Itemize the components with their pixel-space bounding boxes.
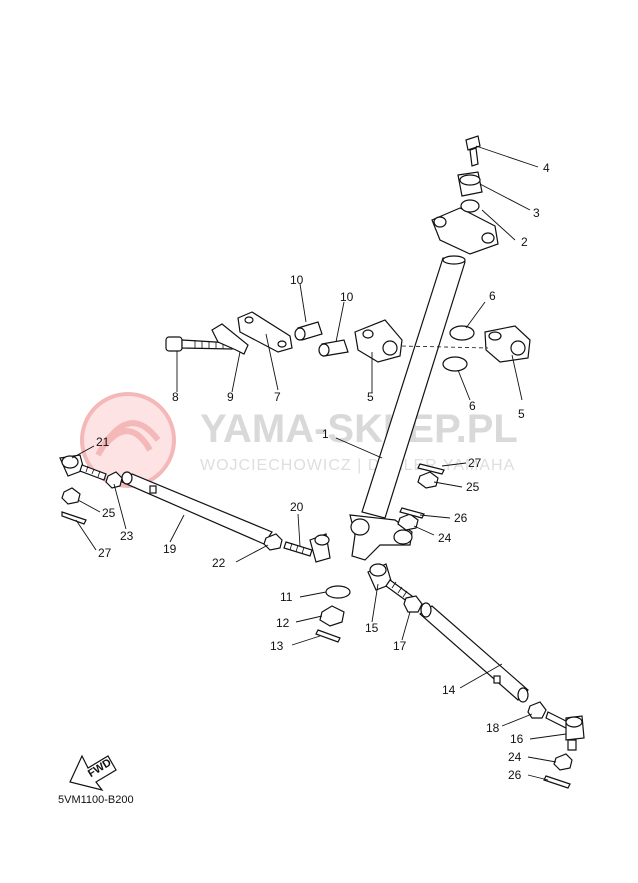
nut-22 — [263, 533, 283, 551]
nut-18 — [527, 701, 547, 719]
rod-end-16 — [545, 711, 585, 751]
callout-9: 9 — [227, 390, 234, 404]
callout-5a: 5 — [367, 390, 374, 404]
callout-8: 8 — [172, 390, 179, 404]
diagram-code: 5VM1100-B200 — [58, 794, 134, 806]
nut-17 — [403, 595, 423, 613]
callout-11: 11 — [280, 590, 293, 604]
watermark-logo-mark — [95, 420, 161, 457]
callout-5b: 5 — [518, 407, 525, 421]
callout-20: 20 — [290, 500, 304, 514]
callout-26b: 26 — [508, 768, 522, 782]
callout-6a: 6 — [489, 289, 496, 303]
watermark: YAMA-SKLEP.PL WOJCIECHOWICZ | DEALER YAM… — [80, 392, 518, 488]
steering-column — [349, 255, 466, 561]
rod-end-21 — [59, 454, 107, 481]
callout-19: 19 — [163, 542, 177, 556]
bushing-lower — [442, 356, 468, 372]
callout-15: 15 — [365, 621, 379, 635]
watermark-logo — [80, 392, 176, 488]
callout-27a: 27 — [98, 546, 112, 560]
bushing-holder-right — [484, 325, 531, 363]
callout-7: 7 — [274, 390, 281, 404]
tie-rod-left — [120, 471, 273, 545]
callout-17: 17 — [393, 639, 407, 653]
rod-end-20 — [283, 533, 331, 563]
watermark-brand: YAMA-SKLEP.PL — [200, 407, 518, 451]
fwd-arrow-icon: FWD — [69, 754, 117, 791]
callout-25a: 25 — [102, 506, 116, 520]
top-bolt — [465, 135, 481, 167]
callout-10b: 10 — [340, 290, 354, 304]
bushing-holder-left — [354, 319, 403, 363]
column-holder — [431, 199, 499, 255]
callout-18: 18 — [486, 721, 500, 735]
lock-washer — [211, 323, 249, 355]
callout-23: 23 — [120, 529, 134, 543]
collar-lower — [318, 339, 349, 357]
callout-4: 4 — [543, 161, 550, 175]
callout-26a: 26 — [454, 511, 468, 525]
callout-24a: 24 — [438, 531, 452, 545]
cotter-pin-27-upper — [417, 463, 445, 475]
collar-upper — [294, 321, 323, 341]
callouts: 1 2 3 4 5 5 6 6 7 8 9 10 10 11 12 13 14 … — [96, 161, 550, 782]
nut-24-lower — [553, 753, 573, 771]
nut-25-left — [61, 487, 81, 505]
washer-11 — [325, 585, 351, 599]
callout-24b: 24 — [508, 750, 522, 764]
bushing-upper — [449, 325, 475, 341]
callout-1: 1 — [322, 427, 329, 441]
callout-3: 3 — [533, 206, 540, 220]
cotter-pin-26-lower — [543, 775, 571, 789]
leader-lines — [71, 145, 567, 781]
callout-25b: 25 — [466, 480, 480, 494]
nut-25-upper — [417, 471, 439, 489]
rod-end-15 — [367, 563, 413, 603]
tie-rod-right — [419, 602, 529, 703]
cotter-pin-26-upper — [399, 507, 425, 519]
callout-2: 2 — [521, 235, 528, 249]
callout-10a: 10 — [290, 273, 304, 287]
callout-14: 14 — [442, 683, 456, 697]
nut-23 — [105, 471, 123, 489]
callout-6b: 6 — [469, 399, 476, 413]
cotter-pin-27-left — [61, 511, 87, 525]
callout-27b: 27 — [468, 456, 482, 470]
callout-12: 12 — [276, 616, 290, 630]
callout-13: 13 — [270, 639, 284, 653]
callout-21: 21 — [96, 435, 110, 449]
callout-16: 16 — [510, 732, 524, 746]
callout-22: 22 — [212, 556, 226, 570]
cotter-pin-13 — [315, 629, 341, 643]
nut-12 — [319, 605, 345, 627]
